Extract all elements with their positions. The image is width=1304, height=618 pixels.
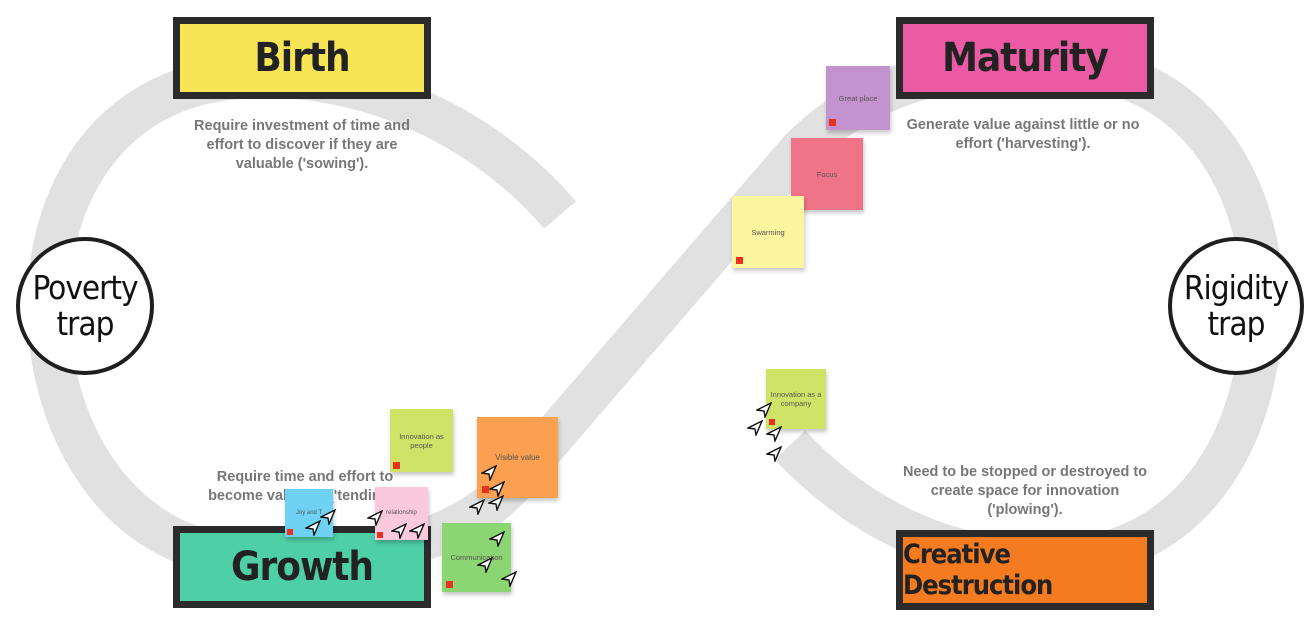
creative-destruction-stage-label: Creative Destruction — [903, 539, 1053, 601]
cursor-arrow-icon — [320, 509, 336, 525]
rigidity-trap-circle[interactable]: Rigidity trap — [1168, 237, 1304, 375]
cursor-arrow-icon — [469, 499, 485, 515]
cursor-arrow-icon — [409, 523, 425, 539]
sticky-note-text: Great place — [838, 93, 878, 103]
sticky-note-text: Visible value — [495, 453, 540, 462]
marker-square — [446, 581, 453, 588]
cursor-arrow-icon — [367, 510, 383, 526]
sticky-note-text: Innovation as a company — [770, 390, 822, 408]
sticky-note-text: relationship — [386, 510, 417, 516]
marker-square — [736, 257, 743, 264]
sticky-note-great-place[interactable]: Great place — [826, 66, 890, 130]
sticky-note-innovation-people[interactable]: Innovation as people — [390, 409, 453, 472]
maturity-stage-label: Maturity — [942, 35, 1109, 81]
cursor-arrow-icon — [747, 420, 763, 436]
creative-destruction-description: Need to be stopped or destroyed to creat… — [902, 464, 1148, 518]
marker-square — [482, 486, 489, 493]
cursor-arrow-icon — [766, 446, 782, 462]
maturity-description: Generate value against little or no effo… — [906, 117, 1140, 152]
cursor-arrow-icon — [489, 481, 505, 497]
cursor-arrow-icon — [489, 531, 505, 547]
sticky-note-swarming[interactable]: Swarming — [732, 196, 804, 268]
rigidity-trap-label: Rigidity trap — [1183, 268, 1289, 343]
marker-square — [829, 119, 836, 126]
growth-stage-label: Growth — [230, 544, 374, 590]
cursor-arrow-icon — [305, 520, 321, 536]
sticky-note-innovation-company[interactable]: Innovation as a company — [766, 369, 826, 429]
birth-stage-label: Birth — [254, 35, 350, 81]
marker-square — [377, 532, 383, 538]
poverty-trap-label: Poverty trap — [32, 268, 138, 343]
cursor-arrow-icon — [481, 465, 497, 481]
birth-description: Require investment of time and effort to… — [194, 118, 410, 172]
cursor-arrow-icon — [488, 495, 504, 511]
cursor-arrow-icon — [756, 402, 772, 418]
sticky-note-text: Focus — [816, 169, 838, 179]
sticky-note-text: Joy and T — [295, 509, 323, 516]
cursor-arrow-icon — [477, 557, 493, 573]
sticky-note-text: Communication — [450, 553, 503, 562]
maturity-stage-box[interactable]: Maturity — [896, 17, 1154, 99]
cursor-arrow-icon — [766, 426, 782, 442]
sticky-note-text: Innovation as people — [399, 431, 444, 450]
birth-stage-box[interactable]: Birth — [173, 17, 431, 99]
sticky-note-visible-value[interactable]: Visible value — [477, 417, 558, 498]
marker-square — [393, 462, 400, 469]
marker-square — [287, 529, 293, 535]
marker-square — [769, 419, 775, 425]
creative-destruction-stage-box[interactable]: Creative Destruction — [896, 530, 1154, 610]
cursor-arrow-icon — [391, 523, 407, 539]
poverty-trap-circle[interactable]: Poverty trap — [16, 237, 154, 375]
sticky-note-text: Swarming — [751, 227, 785, 237]
cursor-arrow-icon — [501, 571, 517, 587]
